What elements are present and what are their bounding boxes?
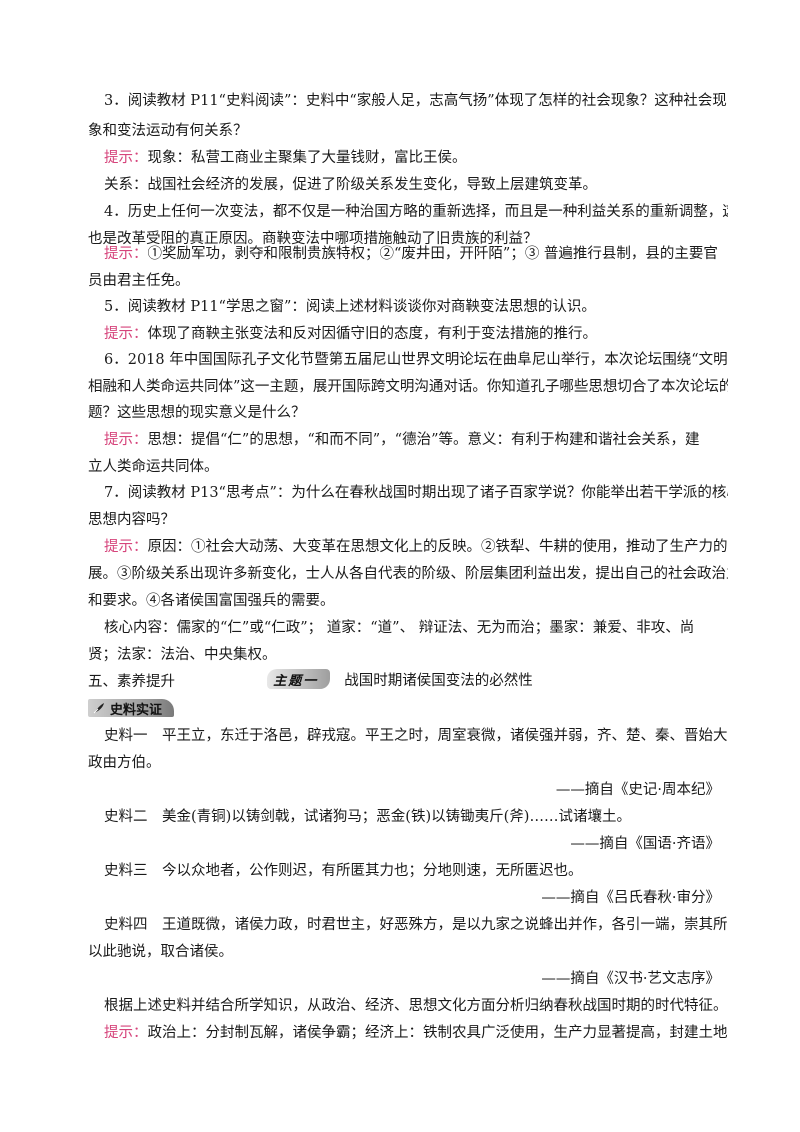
question-3-line-1: 3．阅读教材 P11“史料阅读”：史料中“家般人足，志高气扬”体现了怎样的社会现… <box>104 93 727 109</box>
question-6-line-1: 6．2018 年中国国际孔子文化节暨第五届尼山世界文明论坛在曲阜尼山举行，本次论… <box>104 352 728 368</box>
answer-8: 提示：政治上：分封制瓦解，诸侯争霸；经济上：铁制农具广泛使用，生产力显著提高，封… <box>104 1025 728 1041</box>
hint-label: 提示： <box>104 150 148 166</box>
material-1-line-1: 史料一 平王立，东迁于洛邑，辟戎寇。平王之时，周室衰微，诸侯强并弱，齐、楚、秦、… <box>104 728 728 744</box>
material-2: 史料二 美金(青铜)以铸剑戟，试诸狗马；恶金(铁)以铸锄夷斤(斧)……试诸壤土。 <box>104 809 631 825</box>
theme-title: 战国时期诸侯国变法的必然性 <box>344 672 533 689</box>
question-6-line-3: 题？这些思想的现实意义是什么？ <box>88 405 306 421</box>
hint-label: 提示： <box>104 432 148 448</box>
answer-5: 提示：体现了商鞅主张变法和反对因循守旧的态度，有利于变法措施的推行。 <box>104 326 597 342</box>
question-5: 5．阅读教材 P11“学思之窗”：阅读上述材料谈谈你对商鞅变法思想的认识。 <box>104 299 596 315</box>
answer-7-line-5: 贤；法家：法治、中央集权。 <box>88 647 277 663</box>
feather-pen-icon <box>93 703 104 714</box>
material-4-line-2: 以此驰说，取合诸侯。 <box>88 944 233 960</box>
answer-7-line-3: 和要求。④各诸侯国富国强兵的需要。 <box>88 593 335 609</box>
question-7-line-2: 思想内容吗？ <box>88 512 175 528</box>
question-7-line-1: 7．阅读教材 P13“思考点”：为什么在春秋战国时期出现了诸子百家学说？你能举出… <box>104 485 728 501</box>
material-2-source: ——摘自《国语·齐语》 <box>570 836 720 852</box>
tag-label: 史料实证 <box>110 702 163 718</box>
material-3: 史料三 今以众地者，公作则迟，有所匿其力也；分地则速，无所匿迟也。 <box>104 863 583 879</box>
answer-7-line-4: 核心内容：儒家的“仁”或“仁政”； 道家：“道”、 辩证法、无为而治；墨家：兼爱… <box>104 620 695 636</box>
theme-badge: 主题一 <box>267 669 331 689</box>
answer-3-line-1: 提示：现象：私营工商业主聚集了大量钱财，富比王侯。 <box>104 150 467 166</box>
hint-label: 提示： <box>104 326 148 342</box>
evidence-tag: 史料实证 <box>88 698 175 718</box>
section-heading: 五、素养提升 <box>88 674 175 690</box>
material-3-source: ——摘自《吕氏春秋·审分》 <box>541 890 720 906</box>
question-8: 根据上述史料并结合所学知识，从政治、经济、思想文化方面分析归纳春秋战国时期的时代… <box>104 998 728 1014</box>
answer-7-line-2: 展。③阶级关系出现许多新变化，士人从各自代表的阶级、阶层集团利益出发，提出自己的… <box>88 566 728 582</box>
question-6-line-2: 相融和人类命运共同体”这一主题，展开国际跨文明沟通对话。你知道孔子哪些思想切合了… <box>88 379 728 395</box>
answer-3-line-2: 关系：战国社会经济的发展，促进了阶级关系发生变化，导致上层建筑变革。 <box>104 177 597 193</box>
hint-label: 提示： <box>104 539 148 555</box>
answer-6-line-1: 提示：思想：提倡“仁”的思想，“和而不同”，“德治”等。意义：有利于构建和谐社会… <box>104 432 700 448</box>
answer-7-line-1: 提示：原因：①社会大动荡、大变革在思想文化上的反映。②铁犁、牛耕的使用，推动了生… <box>104 539 728 555</box>
material-4-line-1: 史料四 王道既微，诸侯力政，时君世主，好恶殊方，是以九家之说蜂出并作，各引一端，… <box>104 917 728 933</box>
question-3-line-2: 象和变法运动有何关系？ <box>88 123 248 139</box>
hint-label: 提示： <box>104 246 148 262</box>
question-4-line-2: 也是改革受阻的真正原因。商鞅变法中哪项措施触动了旧贵族的利益？ <box>88 231 538 247</box>
answer-4-line-2: 员由君主任免。 <box>88 273 190 289</box>
answer-4-line-1: 提示：①奖励军功，剥夺和限制贵族特权；②“废井田，开阡陌”；③ 普遍推行县制，县… <box>104 246 718 262</box>
question-4-line-1: 4．历史上任何一次变法，都不仅是一种治国方略的重新选择，而且是一种利益关系的重新… <box>104 204 728 220</box>
theme-heading: 主题一 战国时期诸侯国变法的必然性 <box>0 666 800 692</box>
hint-label: 提示： <box>104 1025 148 1041</box>
material-1-source: ——摘自《史记·周本纪》 <box>555 782 720 798</box>
material-4-source: ——摘自《汉书·艺文志序》 <box>541 971 720 987</box>
answer-6-line-2: 立人类命运共同体。 <box>88 459 219 475</box>
material-1-line-2: 政由方伯。 <box>88 755 161 771</box>
